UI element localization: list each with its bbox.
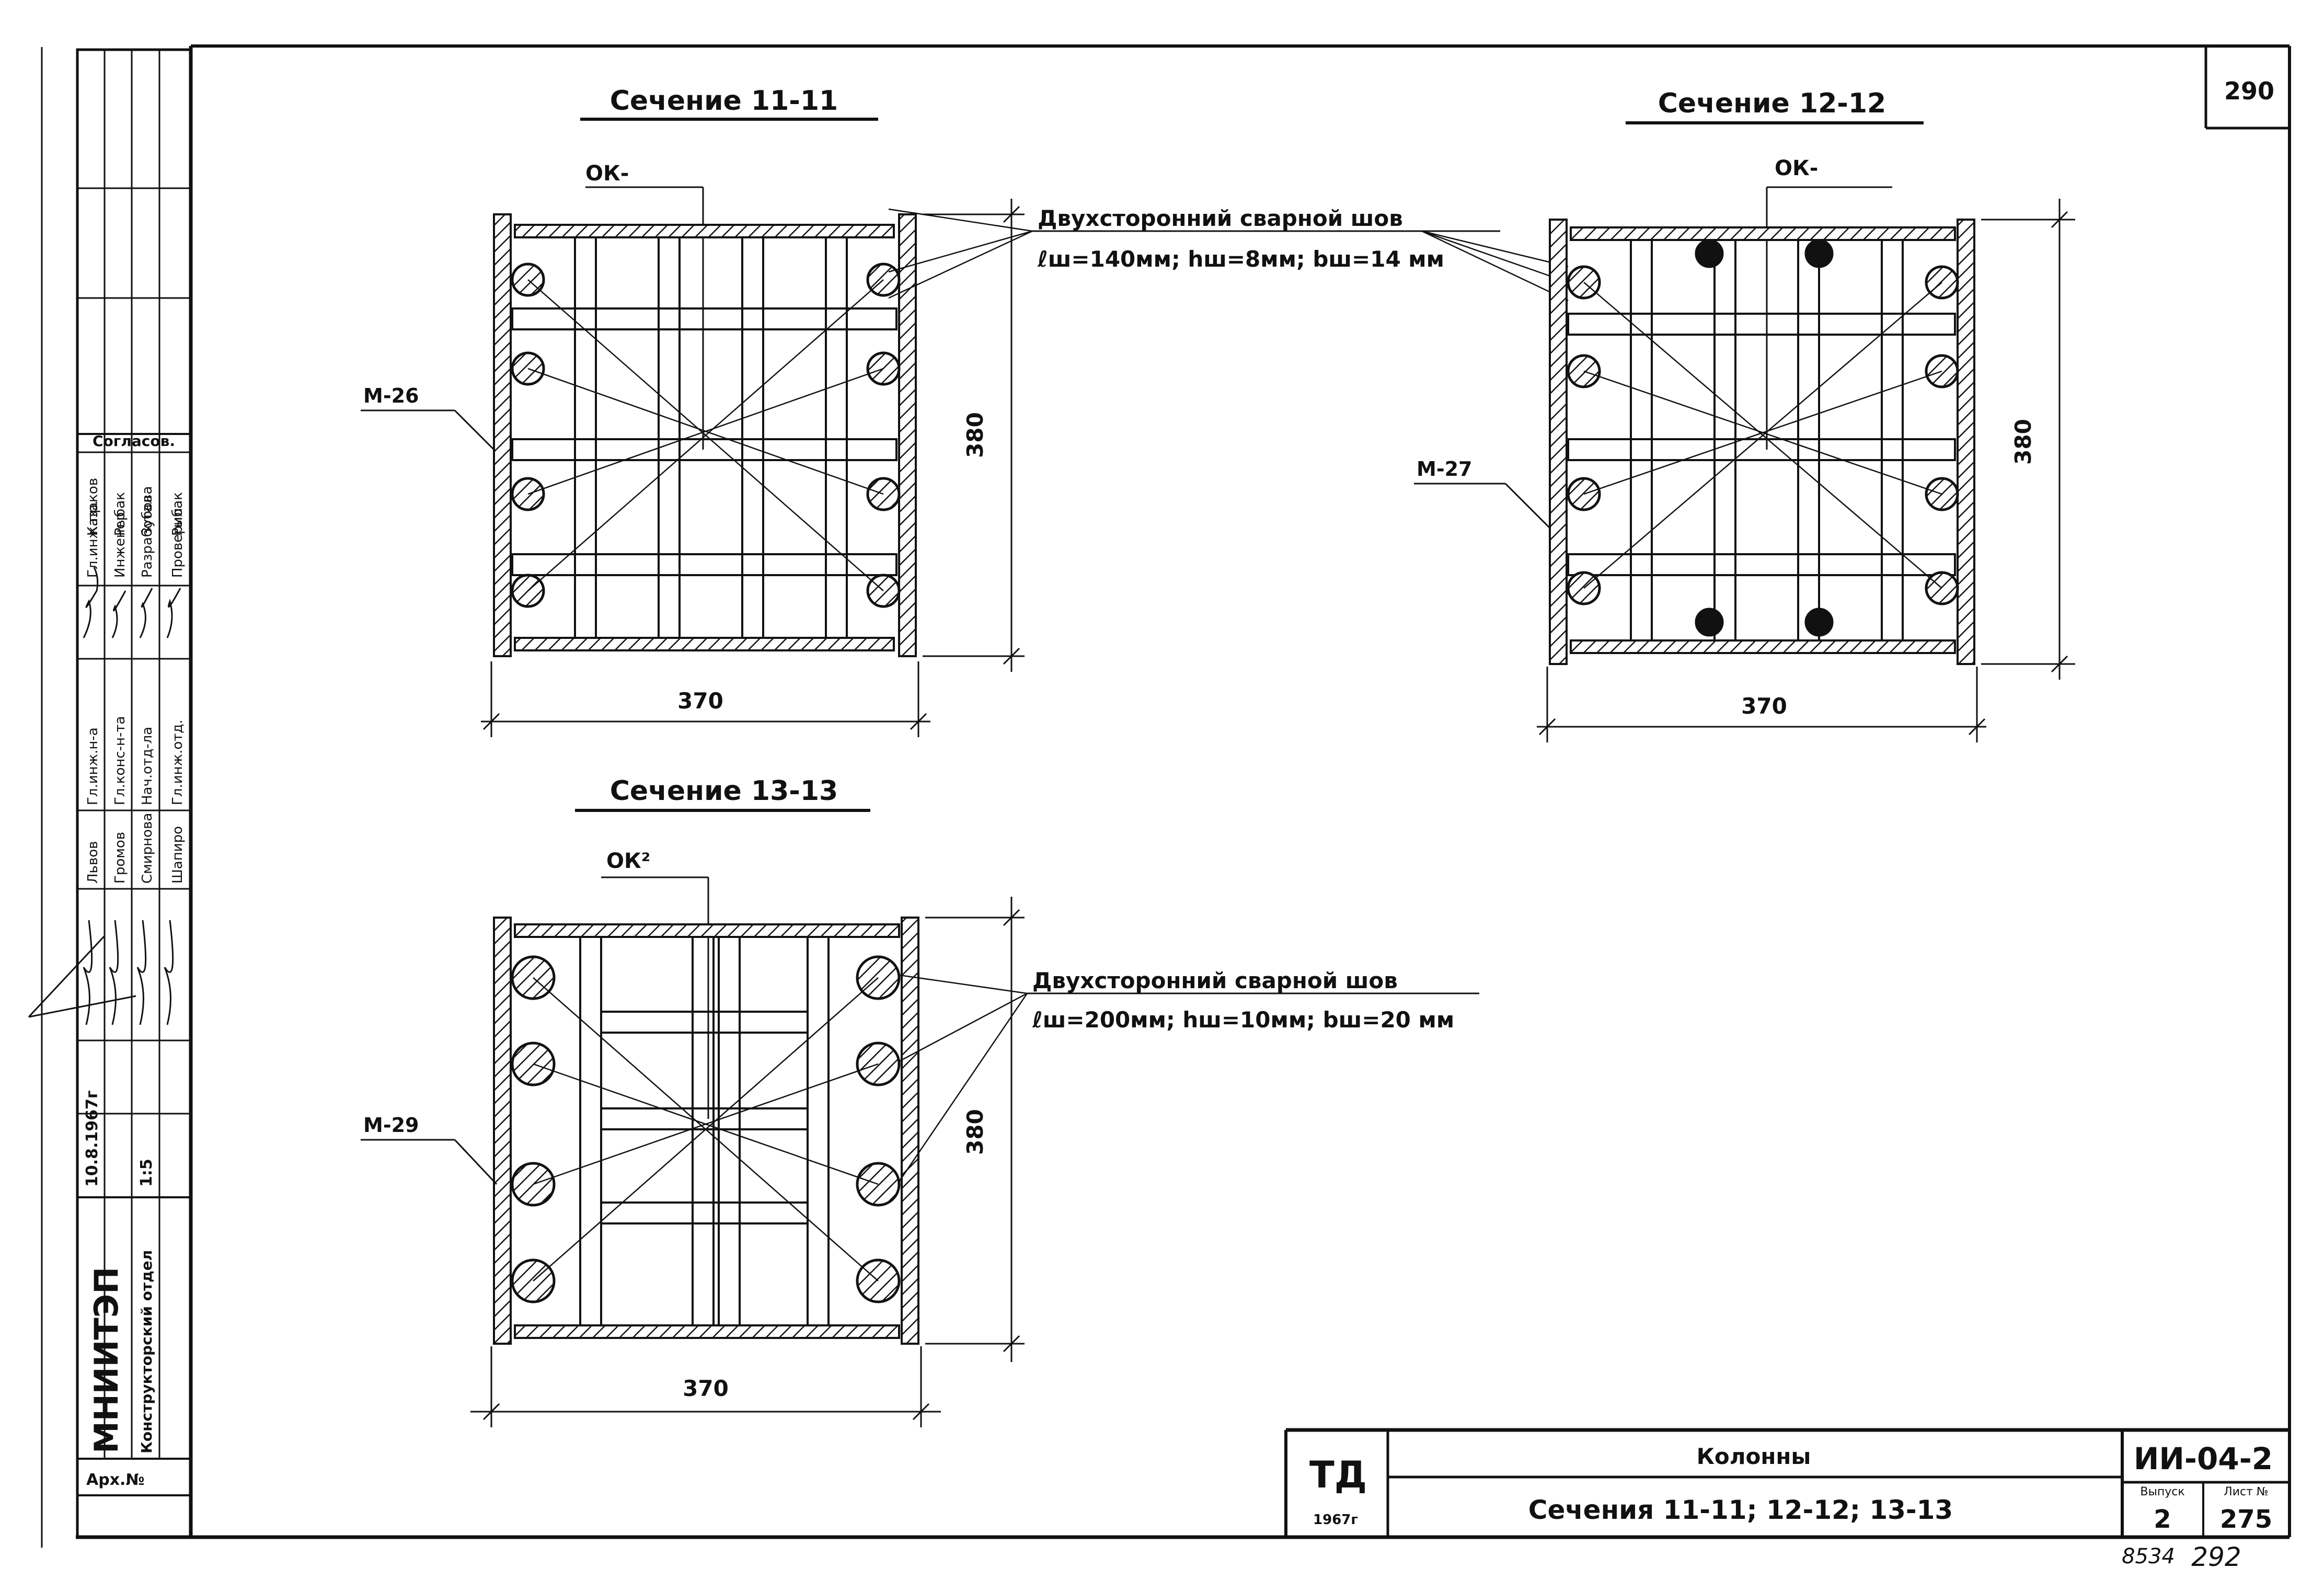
- stamp-role-1: Гл.инж.н-а: [85, 727, 101, 805]
- diagonals: [533, 977, 879, 1281]
- weld-note-line2: ℓш=140мм; hш=8мм; bш=14 мм: [1037, 246, 1444, 272]
- side-plate-left: [1549, 219, 1568, 665]
- title-below-left: 8534: [2122, 1544, 2175, 1569]
- weld-note-2: Двухсторонний сварной шов ℓш=200мм; hш=1…: [898, 968, 1479, 1182]
- flange-bottom: [514, 637, 895, 651]
- height-dim: 380: [962, 1109, 988, 1155]
- stamp-role-6: Инженер: [112, 512, 128, 578]
- stamp-dept: Конструкторский отдел: [138, 1250, 155, 1453]
- grid-bars: [579, 936, 830, 1326]
- title-issue-label: Выпуск: [2140, 1485, 2184, 1498]
- stamp-arch: Арх.№: [86, 1471, 145, 1489]
- flange-bottom: [514, 1324, 900, 1339]
- weld-note-line1: Двухсторонний сварной шов: [1032, 968, 1398, 993]
- weld-note-line1: Двухсторонний сварной шов: [1038, 205, 1403, 231]
- section-title: Сечение 13-13: [610, 775, 838, 807]
- stamp-name-1: Львов: [85, 841, 101, 884]
- stamp-role-7: Разработал: [140, 495, 155, 578]
- height-dim: 380: [962, 412, 988, 458]
- sheet-number-box: 290: [2204, 46, 2290, 130]
- rebar-corners: [1567, 239, 1959, 637]
- diagonals: [527, 279, 884, 591]
- left-stamp: Согласов. Гл.инж.пр. Инженер Разработал …: [28, 48, 192, 1539]
- side-plate-right: [1957, 219, 1975, 665]
- title-sheet-label: Лист №: [2224, 1485, 2269, 1498]
- stamp-name-4: Шапиро: [170, 826, 186, 884]
- diagonals: [1583, 282, 1942, 589]
- side-label: М-27: [1417, 457, 1472, 480]
- flange-top: [514, 923, 900, 938]
- section-11-11: Сечение 11-11 ОК-: [361, 85, 1025, 737]
- section-13-13: Сечение 13-13 ОК²: [361, 775, 1025, 1427]
- side-label: М-26: [363, 384, 419, 407]
- section-title: Сечение 12-12: [1658, 88, 1886, 119]
- title-block: ТД 1967г Колонны Сечения 11-11; 12-12; 1…: [1284, 1428, 2290, 1572]
- title-below-right: 292: [2191, 1542, 2241, 1572]
- stamp-name-8: Рыбак: [170, 492, 186, 536]
- section-title: Сечение 11-11: [610, 85, 838, 117]
- stamp-name-7: Зубова: [140, 486, 155, 536]
- title-series: ИИ-04-2: [2134, 1441, 2273, 1476]
- grid-bars: [511, 236, 898, 639]
- title-sheet-no: 275: [2220, 1505, 2272, 1534]
- stamp-role-8: Проверил: [170, 508, 186, 578]
- weld-note-1: Двухсторонний сварной шов ℓш=140мм; hш=8…: [888, 205, 1569, 302]
- stamp-soglasov: Согласов.: [93, 432, 175, 450]
- width-dim: 370: [1741, 693, 1787, 719]
- side-plate-right: [898, 213, 917, 657]
- flange-top: [1570, 226, 1956, 241]
- width-dim: 370: [683, 1376, 729, 1401]
- stamp-role-2: Гл.конс-н-та: [112, 716, 128, 806]
- sheet-number: 290: [2224, 77, 2274, 105]
- stamp-role-4: Гл.инж.отд.: [170, 719, 186, 805]
- title-subject: Колонны: [1697, 1444, 1811, 1469]
- signatures: [83, 567, 181, 1025]
- side-plate-right: [901, 917, 919, 1345]
- stamp-name-2: Громов: [112, 832, 128, 884]
- weld-note-line2: ℓш=200мм; hш=10мм; bш=20 мм: [1032, 1007, 1454, 1033]
- side-plate-left: [493, 213, 512, 657]
- grid-bars: [1567, 239, 1956, 642]
- side-plate-left: [493, 917, 512, 1345]
- stamp-name-5: Казаков: [85, 478, 101, 536]
- side-label: М-29: [363, 1114, 419, 1137]
- top-label: ОК²: [606, 849, 650, 873]
- stamp-name-3: Смирнова: [140, 813, 155, 884]
- stamp-date: 10.8.1967г: [83, 1090, 101, 1187]
- height-dim: 380: [2010, 419, 2036, 465]
- stamp-scale: 1:5: [137, 1159, 156, 1187]
- title-sheet: Сечения 11-11; 12-12; 13-13: [1528, 1495, 1953, 1525]
- top-label: ОК-: [1775, 156, 1818, 180]
- stamp-org: МНИИТЭП: [87, 1267, 125, 1453]
- stamp-name-6: Рыбак: [112, 492, 128, 536]
- flange-top: [514, 224, 895, 238]
- title-year: 1967г: [1313, 1512, 1358, 1528]
- top-label: ОК-: [585, 162, 629, 186]
- flange-bottom: [1570, 639, 1956, 654]
- stamp-role-3: Нач.отд-ла: [140, 727, 155, 805]
- section-12-12: Сечение 12-12 ОК-: [1414, 88, 2075, 742]
- stamp-role-5: Гл.инж.пр.: [85, 500, 101, 578]
- title-issue: 2: [2154, 1505, 2171, 1534]
- width-dim: 370: [677, 688, 723, 714]
- title-org: ТД: [1309, 1453, 1367, 1496]
- rebar-corners: [511, 262, 901, 608]
